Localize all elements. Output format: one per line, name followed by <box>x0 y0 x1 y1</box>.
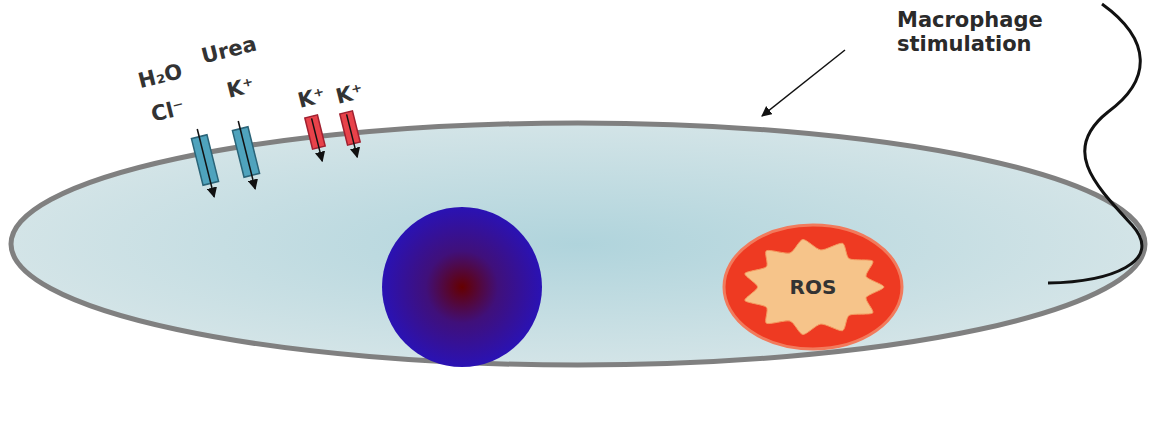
nucleus <box>382 207 542 367</box>
organelle-label: ROS <box>790 275 837 299</box>
ion-label: K⁺ <box>295 83 327 113</box>
ion-label: K⁺ <box>333 79 365 109</box>
stimulus-label: Macrophage stimulation <box>897 8 1057 56</box>
solute-label: H₂O <box>135 59 184 93</box>
ros-burst <box>745 239 884 334</box>
solute-label: Urea <box>199 32 259 69</box>
urea-potassium-channel <box>230 119 262 191</box>
ion-label: K⁺ <box>224 73 256 103</box>
ros-organelle: ROS <box>722 223 904 351</box>
text-holder: ROS <box>790 275 837 299</box>
potassium-channel <box>305 115 329 163</box>
water-chloride-channel <box>189 127 221 199</box>
potassium-channel <box>340 111 364 159</box>
flagellum <box>1048 4 1142 283</box>
cell-membrane <box>11 123 1145 365</box>
stimulus-arrow <box>762 50 845 116</box>
ion-label: Cl⁻ <box>149 95 188 127</box>
organelle-body <box>724 225 902 349</box>
